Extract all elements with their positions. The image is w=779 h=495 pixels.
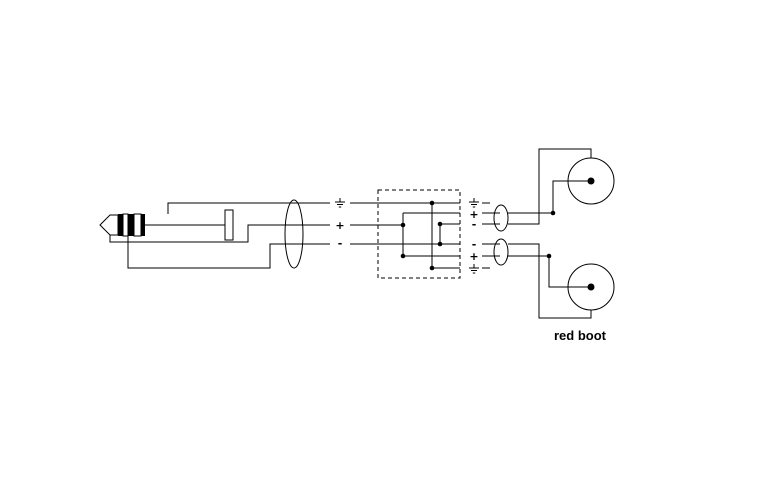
wire-signal-top — [508, 180, 591, 214]
cable-shield-icon — [284, 199, 304, 269]
top-minus-label: - — [472, 218, 477, 231]
left-plus-label: + — [335, 219, 344, 232]
wire-plus-left — [109, 224, 330, 243]
rca-connector-bottom — [508, 243, 615, 319]
output-stub-wires — [482, 202, 500, 269]
ground-icon — [469, 198, 479, 208]
bottom-plus-label: + — [469, 250, 478, 263]
junction-dot-icon — [437, 241, 443, 247]
bottom-minus-label: - — [472, 238, 477, 251]
junction-dot-icon — [550, 210, 556, 216]
red-boot-caption: red boot — [554, 328, 607, 343]
junction-dot-icon — [400, 253, 406, 259]
splitter-box — [377, 189, 461, 279]
plug-wires — [109, 202, 330, 269]
wire-return-top — [508, 148, 592, 225]
junction-dot-icon — [429, 265, 435, 271]
splitter-input-wires — [350, 202, 378, 245]
junction-dot-icon — [429, 200, 435, 206]
cable-shield-icon — [493, 204, 509, 232]
plug-sleeve-collar — [224, 209, 234, 241]
jack-plug-icon — [99, 209, 234, 241]
cable-shield-icon — [493, 238, 509, 266]
plug-ring-band-1 — [118, 214, 123, 236]
wire-return-bottom — [508, 243, 592, 319]
left-minus-label: - — [338, 237, 343, 250]
ground-icon — [469, 264, 479, 274]
plug-ring-band-2 — [128, 214, 134, 236]
plug-tip — [99, 214, 119, 236]
wire-ground-left — [167, 202, 330, 214]
plug-sleeve-band — [141, 214, 145, 236]
ground-icon — [335, 198, 345, 208]
rca-connector-top — [508, 148, 615, 225]
plug-ring-gap — [122, 213, 129, 237]
plug-ring-insulator — [133, 213, 142, 237]
junction-dot-icon — [437, 221, 443, 227]
wire-signal-bottom — [508, 255, 591, 288]
top-plus-label: + — [469, 208, 478, 221]
splitter-dashed-outline — [377, 189, 461, 279]
junction-dot-icon — [546, 253, 552, 259]
junction-dot-icon — [400, 222, 406, 228]
wire-minus-left — [127, 236, 330, 269]
